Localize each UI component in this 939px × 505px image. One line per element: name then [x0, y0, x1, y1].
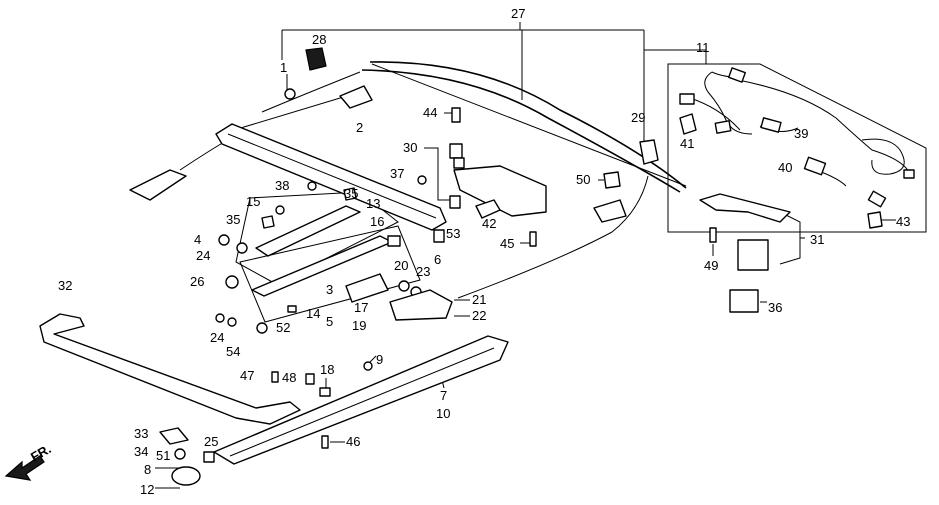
callout-12: 12 — [140, 482, 154, 497]
callout-4: 4 — [194, 232, 201, 247]
callout-51: 51 — [156, 448, 170, 463]
part-53 — [449, 195, 461, 209]
front-arrow-icon — [4, 455, 45, 481]
callout-37: 37 — [390, 166, 404, 181]
callout-38: 38 — [275, 178, 289, 193]
callout-28: 28 — [312, 32, 326, 47]
knob-8 — [171, 466, 201, 486]
callout-13: 13 — [366, 196, 380, 211]
callout-27: 27 — [511, 6, 525, 21]
callout-36: 36 — [768, 300, 782, 315]
callout-18: 18 — [320, 362, 334, 377]
callout-35: 35 — [226, 212, 240, 227]
callout-3: 3 — [326, 282, 333, 297]
callout-29: 29 — [631, 110, 645, 125]
bolt-45 — [529, 231, 537, 247]
callout-48: 48 — [282, 370, 296, 385]
callout-11: 11 — [696, 40, 710, 55]
callout-8: 8 — [144, 462, 151, 477]
callout-7: 7 — [440, 388, 447, 403]
callout-15: 15 — [246, 194, 260, 209]
callout-50: 50 — [576, 172, 590, 187]
slider-right — [593, 199, 627, 223]
screw-38 — [307, 181, 317, 191]
screw-1 — [284, 88, 296, 100]
bracket-17 — [345, 273, 389, 303]
grommet-50 — [603, 171, 621, 189]
cable-guide — [339, 85, 373, 109]
callout-16: 16 — [370, 214, 384, 229]
callout-47: 47 — [240, 368, 254, 383]
callout-41: 41 — [680, 136, 694, 151]
callout-46: 46 — [346, 434, 360, 449]
parts — [39, 47, 883, 486]
callout-5: 5 — [326, 314, 333, 329]
slider-left — [129, 169, 187, 201]
clip-29 — [639, 139, 659, 165]
bracket-42 — [475, 199, 501, 219]
bolt-44 — [451, 107, 461, 123]
callout-labels: 27 28 11 1 44 29 2 39 41 30 40 37 50 38 … — [58, 6, 910, 497]
callout-45: 45 — [500, 236, 514, 251]
callout-32: 32 — [58, 278, 72, 293]
relay-31 — [737, 239, 769, 271]
callout-30: 30 — [403, 140, 417, 155]
callout-54: 54 — [226, 344, 240, 359]
callout-53: 53 — [446, 226, 460, 241]
callout-22: 22 — [472, 308, 486, 323]
callout-9: 9 — [376, 352, 383, 367]
callout-33: 33 — [134, 426, 148, 441]
callout-35-top: 35 — [344, 186, 358, 201]
callout-19: 19 — [352, 318, 366, 333]
bracket-31 — [699, 193, 791, 223]
rear-frame-32 — [39, 313, 301, 425]
callout-42: 42 — [482, 216, 496, 231]
callout-2: 2 — [356, 120, 363, 135]
callout-6: 6 — [434, 252, 441, 267]
front-crossmember-2 — [215, 123, 447, 231]
callout-24: 24 — [210, 330, 224, 345]
relay-36 — [729, 289, 759, 313]
callout-23: 23 — [416, 264, 430, 279]
callout-20: 20 — [394, 258, 408, 273]
callout-43: 43 — [896, 214, 910, 229]
slider-21 — [389, 289, 453, 321]
callout-14: 14 — [306, 306, 320, 321]
wire-harness-assembly — [667, 63, 927, 233]
callout-25: 25 — [204, 434, 218, 449]
clip-28 — [305, 47, 327, 71]
callout-52: 52 — [276, 320, 290, 335]
callout-21: 21 — [472, 292, 486, 307]
callout-10: 10 — [436, 406, 450, 421]
callout-24-top: 24 — [196, 248, 210, 263]
screw-37 — [417, 175, 427, 185]
callout-1: 1 — [280, 60, 287, 75]
callout-40: 40 — [778, 160, 792, 175]
callout-44: 44 — [423, 105, 437, 120]
part-6 — [433, 229, 445, 243]
callout-26: 26 — [190, 274, 204, 289]
callout-49: 49 — [704, 258, 718, 273]
callout-31: 31 — [810, 232, 824, 247]
cover-33 — [159, 427, 189, 445]
callout-34: 34 — [134, 444, 148, 459]
callout-39: 39 — [794, 126, 808, 141]
motor-30 — [453, 165, 547, 217]
motor-part — [449, 143, 463, 159]
front-arrow: FR. — [4, 441, 54, 481]
callout-17: 17 — [354, 300, 368, 315]
rail-13 — [255, 205, 361, 257]
